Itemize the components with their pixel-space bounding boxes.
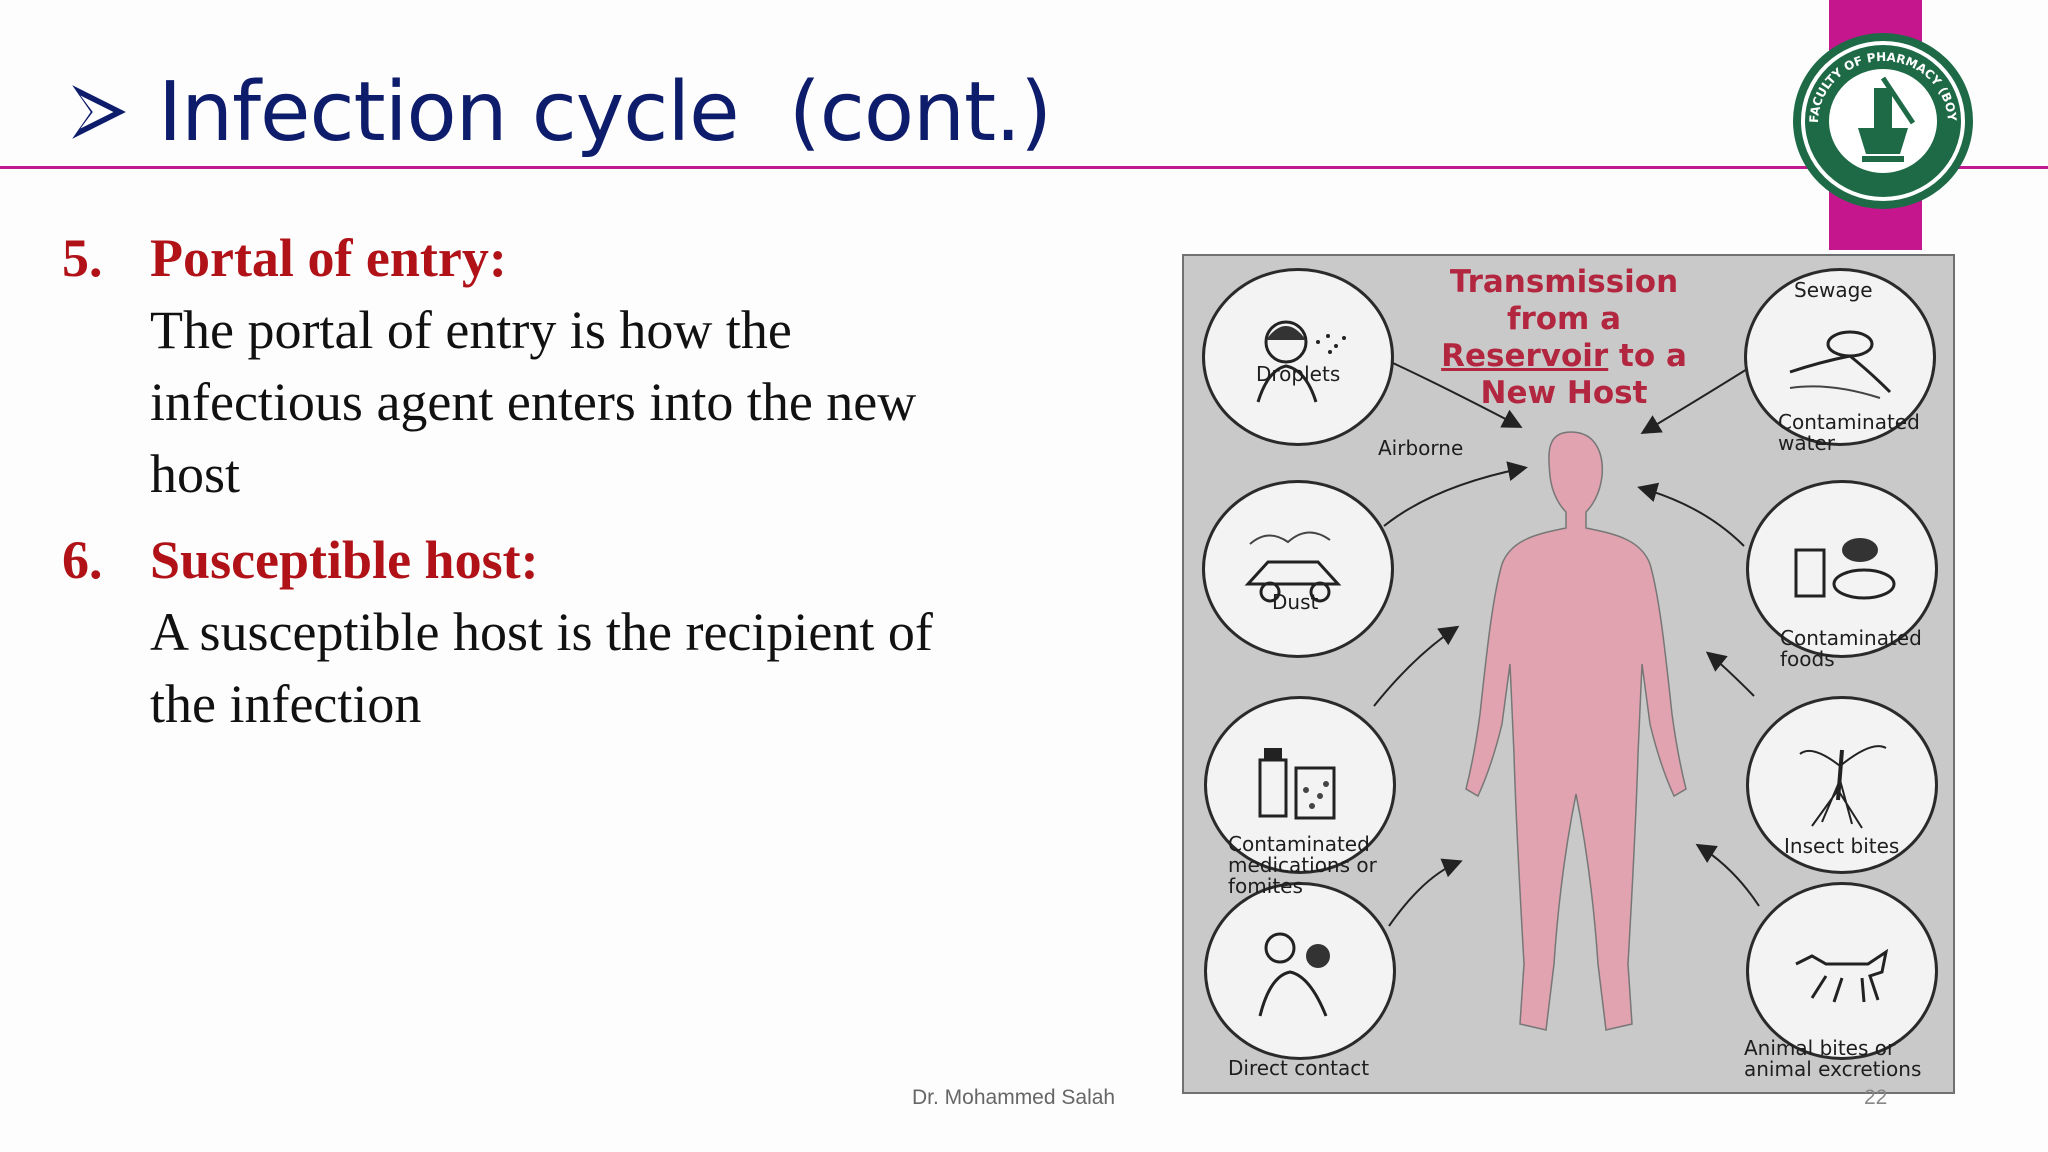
item-text-line: host: [150, 444, 241, 504]
arrow-bullet-icon: [72, 85, 126, 139]
transmission-figure: Transmission from a Reservoir to a New H…: [1182, 254, 1955, 1094]
sewage-circle: [1744, 268, 1936, 446]
item-text-line: A susceptible host is the recipient of: [150, 602, 933, 662]
label-line: animal excretions: [1744, 1057, 1922, 1081]
label-sewage: Sewage: [1794, 278, 1873, 302]
figure-title-reservoir: Reservoir: [1441, 338, 1609, 374]
item-heading: Susceptible host:: [150, 530, 539, 590]
food-icon: [1794, 538, 1896, 600]
label-water: Contaminated water: [1778, 412, 1920, 454]
medicine-bottles-icon: [1258, 748, 1336, 820]
item-text-line: infectious agent enters into the new: [150, 372, 917, 432]
car-dust-icon: [1244, 531, 1342, 603]
label-line: Contaminated: [1228, 832, 1370, 856]
label-foods: Contaminated foods: [1780, 628, 1922, 670]
direct-contact-circle: [1204, 882, 1396, 1060]
label-airborne: Airborne: [1378, 436, 1464, 460]
figure-title-to-a: to a: [1619, 338, 1687, 374]
label-droplets: Droplets: [1256, 362, 1341, 386]
footer-author: Dr. Mohammed Salah: [912, 1086, 1116, 1109]
label-line: Contaminated: [1780, 626, 1922, 650]
foods-circle: [1746, 480, 1938, 658]
list-item-susceptible-host: 6. Susceptible host: A susceptible host …: [62, 524, 1062, 740]
label-medications: Contaminated medications or fomites: [1228, 834, 1377, 897]
list-item-portal-of-entry: 5. Portal of entry: The portal of entry …: [62, 222, 1062, 510]
figure-title: Transmission from a Reservoir to a New H…: [1424, 264, 1704, 412]
droplets-circle: [1202, 268, 1394, 446]
medications-circle: [1204, 696, 1396, 874]
label-line: Contaminated: [1778, 410, 1920, 434]
dog-icon: [1795, 948, 1889, 1003]
title-divider: [0, 166, 2048, 169]
dust-circle: [1202, 480, 1394, 658]
insect-circle: [1746, 696, 1938, 874]
figure-title-line: from a: [1506, 301, 1622, 337]
sneezing-person-icon: [1256, 320, 1346, 403]
label-animal: Animal bites or animal excretions: [1744, 1038, 1921, 1080]
label-line: foods: [1780, 647, 1835, 671]
item-text-line: The portal of entry is how the: [150, 300, 792, 360]
label-dust: Dust: [1272, 590, 1319, 614]
sewage-pipe-icon: [1789, 330, 1892, 399]
item-number: 6.: [62, 530, 103, 590]
slide-title: Infection cycle (cont.): [158, 64, 1052, 160]
title-row: Infection cycle (cont.): [68, 52, 1052, 172]
label-line: fomites: [1228, 874, 1303, 898]
animal-circle: [1746, 882, 1938, 1060]
figure-title-line: Reservoir to a: [1424, 338, 1704, 375]
item-text-line: the infection: [150, 674, 422, 734]
human-body-icon: [1465, 431, 1687, 1031]
people-hugging-icon: [1258, 932, 1330, 1017]
label-line: Animal bites or: [1744, 1036, 1896, 1060]
label-insect-bites: Insect bites: [1784, 834, 1900, 858]
item-heading: Portal of entry:: [150, 228, 507, 288]
item-number: 5.: [62, 228, 103, 288]
mosquito-icon: [1799, 745, 1887, 829]
page-number: 22: [1864, 1086, 1888, 1106]
faculty-logo: FACULTY OF PHARMACY (BOYS) - CAIRO: [1788, 28, 1973, 209]
figure-title-line: Transmission: [1449, 264, 1679, 300]
label-line: medications or: [1228, 853, 1377, 877]
content-list: 5. Portal of entry: The portal of entry …: [62, 222, 1062, 754]
figure-title-line: New Host: [1480, 375, 1648, 411]
label-line: water: [1778, 431, 1835, 455]
label-direct-contact: Direct contact: [1228, 1056, 1370, 1080]
